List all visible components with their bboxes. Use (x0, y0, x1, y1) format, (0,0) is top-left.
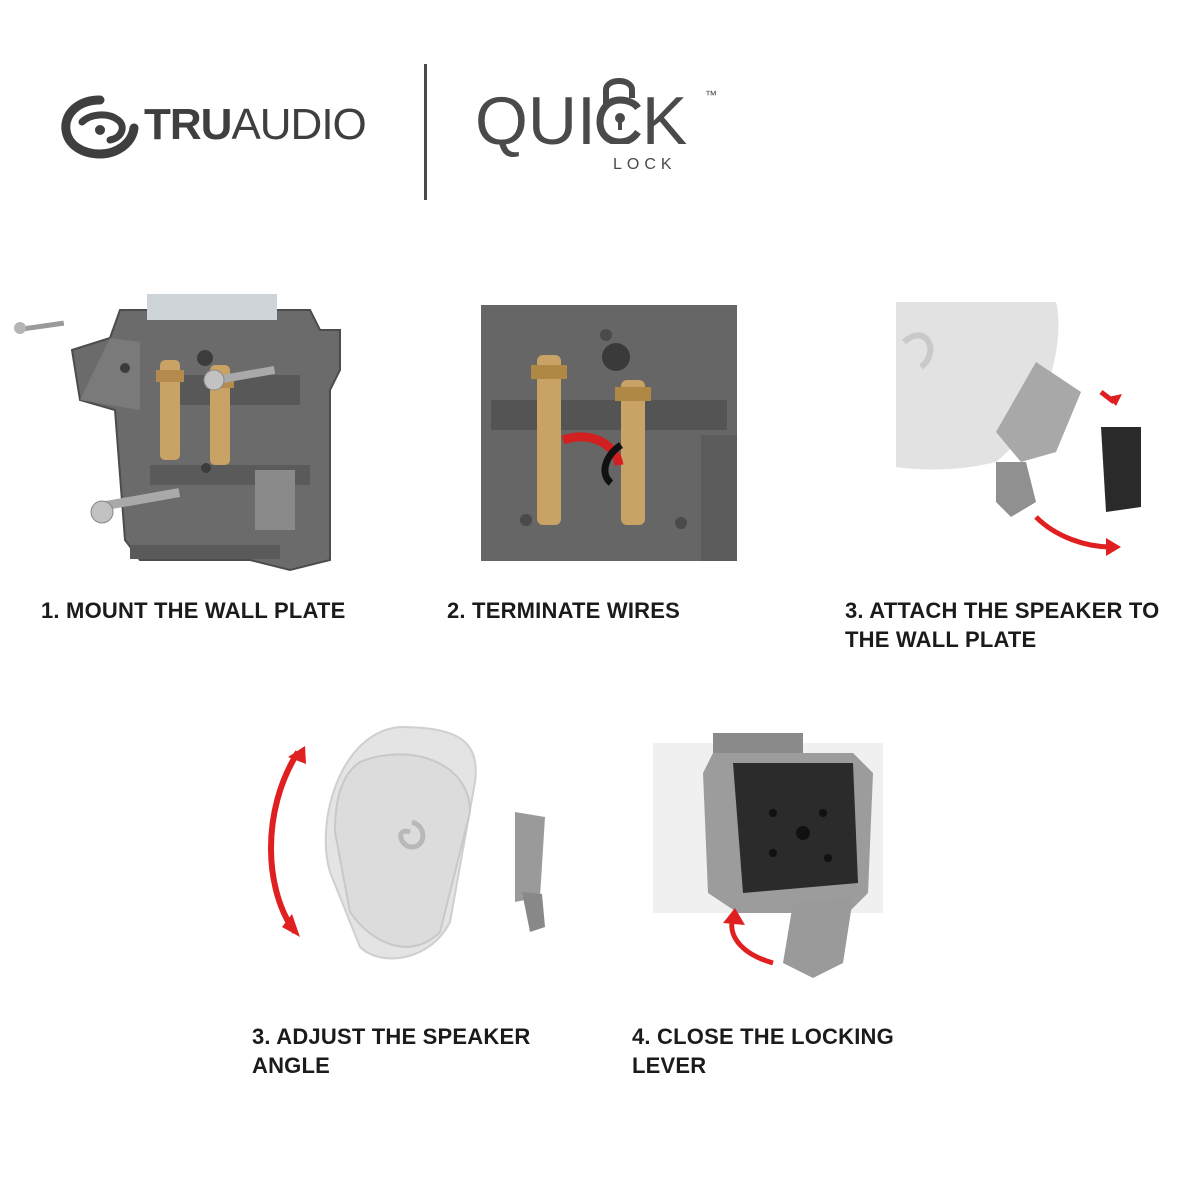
locking-lever-illustration (653, 733, 883, 978)
step4-line2: LEVER (632, 1053, 707, 1078)
padlock-icon (596, 78, 642, 146)
trademark-symbol: ™ (705, 88, 717, 102)
terminal-illustration (481, 305, 737, 561)
step2-caption: 2. TERMINATE WIRES (447, 596, 680, 625)
logo-divider (424, 64, 427, 200)
step4-line1: 4. CLOSE THE LOCKING (632, 1024, 894, 1049)
quicklock-sub: LOCK (613, 156, 677, 173)
step3b-line1: 3. ADJUST THE SPEAKER (252, 1024, 531, 1049)
step3b-caption: 3. ADJUST THE SPEAKER ANGLE (252, 1022, 530, 1080)
attach-speaker-illustration (896, 302, 1141, 556)
adjust-angle-illustration (268, 725, 545, 960)
curved-arrow-icon (268, 750, 301, 934)
screw-icon (14, 320, 65, 334)
step2-line1: 2. TERMINATE WIRES (447, 598, 680, 623)
truaudio-light-text: AUDIO (231, 100, 366, 149)
curved-arrow-icon (729, 917, 774, 966)
step4-caption: 4. CLOSE THE LOCKING LEVER (632, 1022, 894, 1080)
step3-line1: 3. ATTACH THE SPEAKER TO (845, 598, 1160, 623)
step3-line2: THE WALL PLATE (845, 627, 1037, 652)
truaudio-logo: TRUAUDIO (60, 92, 390, 162)
quicklock-k: K (641, 83, 688, 159)
quicklock-logo: QUI K ™ LOCK (475, 78, 735, 182)
wall-plate-illustration (14, 294, 341, 572)
step3-caption: 3. ATTACH THE SPEAKER TO THE WALL PLATE (845, 596, 1159, 654)
truaudio-swirl-icon (61, 95, 139, 159)
step3b-line2: ANGLE (252, 1053, 330, 1078)
step1-line1: 1. MOUNT THE WALL PLATE (41, 598, 346, 623)
arrow-icon (1034, 515, 1112, 550)
truaudio-bold-text: TRU (144, 100, 232, 149)
step1-caption: 1. MOUNT THE WALL PLATE (41, 596, 345, 625)
quicklock-word: QUI (475, 83, 596, 159)
